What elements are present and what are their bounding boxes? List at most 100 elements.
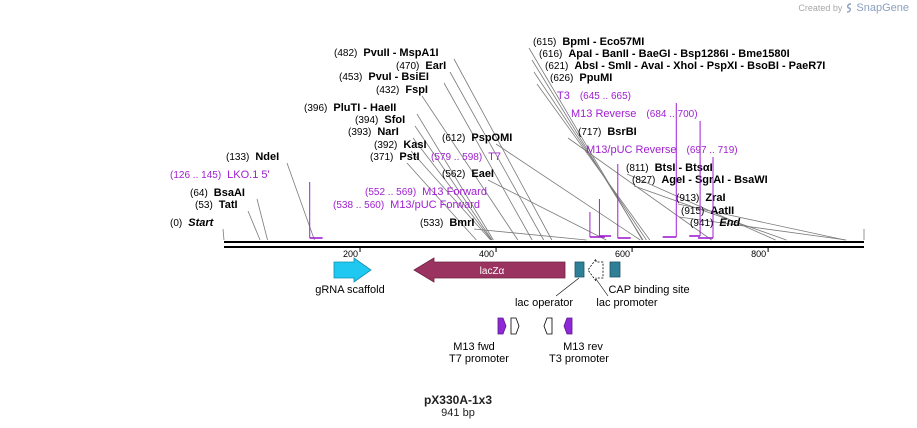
- T3-promoter-label: T3 promoter: [549, 353, 609, 365]
- site-position: (827): [632, 175, 655, 186]
- restriction-site-label[interactable]: (394) SfoI: [355, 114, 405, 126]
- site-line: [536, 83, 651, 241]
- site-line: [416, 113, 494, 241]
- site-line: [626, 173, 776, 241]
- lacZ-alpha-feature[interactable]: [413, 257, 566, 283]
- site-position: (394): [355, 115, 378, 126]
- restriction-site-label[interactable]: (0) Start: [170, 217, 215, 229]
- restriction-site-label[interactable]: (615) BpmI - Eco57MI: [533, 36, 644, 48]
- primer-label[interactable]: (126 .. 145) LKO.1 5': [170, 169, 270, 181]
- site-position: (482): [334, 48, 357, 59]
- site-enzymes: FspI: [405, 84, 428, 96]
- restriction-site-label[interactable]: (393)NarI: [348, 126, 399, 138]
- restriction-site-label[interactable]: (470)EarI: [396, 60, 446, 72]
- site-enzymes: SfoI: [384, 114, 405, 126]
- restriction-site-label[interactable]: (621)AbsI - SmlI - AvaI - XhoI - PspXI -…: [545, 60, 825, 72]
- restriction-site-label[interactable]: (612)PspOMI: [442, 132, 512, 144]
- site-line: [247, 210, 261, 241]
- restriction-site-label[interactable]: (482)PvuII - MspA1I: [334, 47, 439, 59]
- restriction-site-label[interactable]: (616)ApaI - BanII - BaeGI - Bsp1286I - B…: [539, 48, 790, 60]
- primer-range: (538 .. 560): [333, 200, 384, 211]
- primer-name: M13/pUC Reverse: [586, 144, 676, 156]
- site-line: [414, 125, 493, 241]
- site-enzymes: NdeI: [255, 151, 279, 163]
- site-position: (626): [550, 73, 573, 84]
- restriction-site-label[interactable]: (915)AatII: [681, 205, 734, 217]
- restriction-site-label[interactable]: (562)EaeI: [442, 168, 494, 180]
- restriction-site-label[interactable]: (913)ZraI: [676, 192, 726, 204]
- site-line: [567, 137, 712, 241]
- site-enzymes: AgeI - SgrAI - BsaWI: [661, 174, 767, 186]
- site-position: (0): [170, 218, 182, 229]
- restriction-site-label[interactable]: (827) AgeI - SgrAI - BsaWI: [632, 174, 768, 186]
- primer-label[interactable]: (579 .. 598)T7: [431, 151, 501, 163]
- primer-range: (697 .. 719): [686, 145, 737, 156]
- ruler-tick-label: 600: [615, 249, 630, 259]
- gRNA-scaffold-feature[interactable]: [333, 257, 372, 283]
- primer-label[interactable]: (552 .. 569)M13 Forward: [365, 186, 487, 198]
- restriction-site-label[interactable]: (396)PluTI - HaeII: [304, 102, 396, 114]
- restriction-site-label[interactable]: (626)PpuMI: [550, 72, 612, 84]
- restriction-site-label[interactable]: (392)KasI: [374, 139, 427, 151]
- site-line: [449, 71, 545, 241]
- ruler-tick-label: 200: [343, 249, 358, 259]
- primer-name: M13/pUC Forward: [390, 199, 480, 211]
- T3-promoter-feature[interactable]: [543, 317, 553, 335]
- site-line: [412, 137, 492, 241]
- site-position: (562): [442, 169, 465, 180]
- restriction-site-label[interactable]: (53)TatI: [195, 199, 238, 211]
- CAP-binding-site-feature[interactable]: [609, 261, 621, 278]
- site-enzymes: PstI: [399, 151, 419, 163]
- site-enzymes: BsaAI: [214, 187, 245, 199]
- primer-label[interactable]: M13/pUC Reverse (697 .. 719): [586, 144, 738, 156]
- site-position: (432): [376, 85, 399, 96]
- site-enzymes: Start: [188, 217, 214, 229]
- site-enzymes: ZraI: [705, 192, 725, 204]
- snapgene-credit: Created by SnapGene: [798, 2, 909, 14]
- site-line: [678, 216, 847, 241]
- restriction-site-label[interactable]: (453)PvuI - BsiEI: [339, 71, 429, 83]
- site-enzymes: BmrI: [449, 217, 474, 229]
- M13-fwd-feature[interactable]: [497, 317, 507, 335]
- site-line: [421, 95, 519, 241]
- site-position: (64): [190, 188, 208, 199]
- site-line: [473, 228, 587, 241]
- site-position: (615): [533, 37, 556, 48]
- T7-promoter-feature[interactable]: [510, 317, 520, 335]
- restriction-site-label[interactable]: (371)PstI: [370, 151, 420, 163]
- primer-name: LKO.1 5': [227, 169, 269, 181]
- primer-label[interactable]: (538 .. 560) M13/pUC Forward: [333, 199, 480, 211]
- restriction-site-label[interactable]: (432) FspI: [376, 84, 428, 96]
- site-line: [487, 179, 607, 241]
- site-enzymes: BpmI - Eco57MI: [562, 36, 644, 48]
- primer-label[interactable]: M13 Reverse(684 .. 700): [571, 108, 698, 120]
- site-line: [677, 203, 846, 241]
- site-line: [256, 198, 268, 241]
- gRNA-scaffold-label: gRNA scaffold: [315, 284, 385, 296]
- lac-operator-feature[interactable]: [574, 261, 585, 278]
- restriction-site-label[interactable]: (941)End: [690, 217, 740, 229]
- site-line: [531, 59, 644, 241]
- primer-range: (126 .. 145): [170, 170, 221, 181]
- site-position: (393): [348, 127, 371, 138]
- restriction-site-label[interactable]: (64) BsaAI: [190, 187, 245, 199]
- primer-range: (645 .. 665): [580, 91, 631, 102]
- site-enzymes: PspOMI: [471, 132, 512, 144]
- site-position: (915): [681, 206, 704, 217]
- restriction-site-label[interactable]: (811)BtsI - BtsαI: [626, 162, 713, 174]
- primer-label[interactable]: T3(645 .. 665): [557, 90, 631, 102]
- M13-fwd-label: M13 fwd: [453, 341, 495, 353]
- credit-brand: SnapGene: [856, 2, 909, 14]
- restriction-site-label[interactable]: (133)NdeI: [226, 151, 279, 163]
- site-line: [453, 58, 553, 241]
- primer-range: (579 .. 598): [431, 152, 482, 163]
- restriction-site-label[interactable]: (717)BsrBI: [578, 126, 637, 138]
- site-position: (616): [539, 49, 562, 60]
- restriction-site-label[interactable]: (533) BmrI: [420, 217, 474, 229]
- lac-operator-label: lac operator: [515, 297, 573, 309]
- M13-rev-feature[interactable]: [563, 317, 573, 335]
- site-line: [410, 150, 491, 241]
- site-position: (533): [420, 218, 443, 229]
- lac-promoter-feature[interactable]: [587, 257, 604, 283]
